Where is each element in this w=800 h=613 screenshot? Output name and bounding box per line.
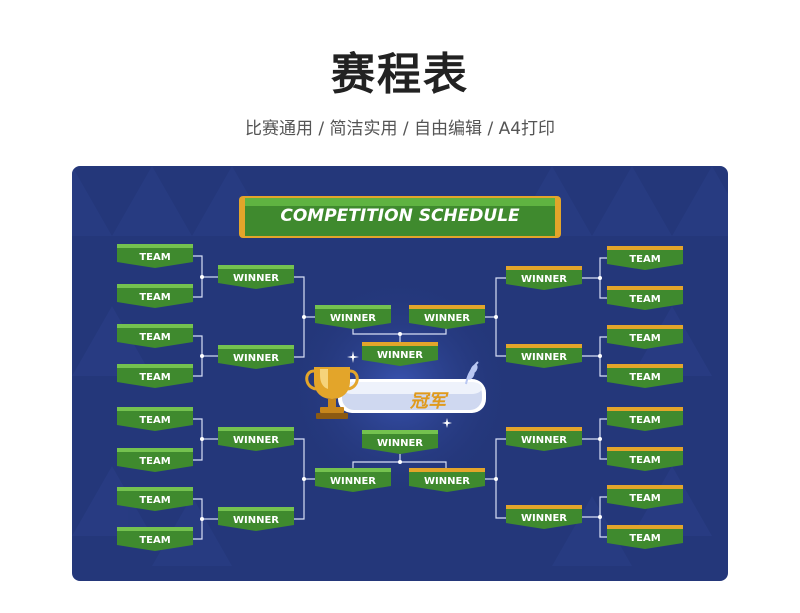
winner-label: WINNER <box>232 273 280 284</box>
team-label: TEAM <box>629 415 661 426</box>
sparkle-icon <box>442 418 452 428</box>
winner-label: WINNER <box>520 513 568 524</box>
semifinal-slot[interactable]: WINNER <box>315 305 391 329</box>
team-label: TEAM <box>139 415 171 426</box>
winner-slot[interactable]: WINNER <box>218 507 294 531</box>
team-slot[interactable]: TEAM <box>607 325 683 349</box>
team-label: TEAM <box>139 332 171 343</box>
team-slot[interactable]: TEAM <box>607 447 683 471</box>
team-slot[interactable]: TEAM <box>117 407 193 431</box>
winner-slot[interactable]: WINNER <box>218 345 294 369</box>
team-slot[interactable]: TEAM <box>607 364 683 388</box>
team-label: TEAM <box>629 493 661 504</box>
winner-label: WINNER <box>423 476 471 487</box>
team-label: TEAM <box>629 455 661 466</box>
team-label: TEAM <box>629 294 661 305</box>
banner-title: COMPETITION SCHEDULE <box>280 206 520 226</box>
final-slot-bottom[interactable]: WINNER <box>362 430 438 454</box>
semifinal-slot[interactable]: WINNER <box>409 305 485 329</box>
team-slot[interactable]: TEAM <box>607 525 683 549</box>
winner-label: WINNER <box>232 435 280 446</box>
winner-slot[interactable]: WINNER <box>506 427 582 451</box>
team-slot[interactable]: TEAM <box>607 407 683 431</box>
page-subtitle: 比赛通用 / 简洁实用 / 自由编辑 / A4打印 <box>244 119 556 139</box>
team-label: TEAM <box>629 372 661 383</box>
team-label: TEAM <box>629 254 661 265</box>
team-slot[interactable]: TEAM <box>607 485 683 509</box>
champion-plate: 冠军 <box>298 371 488 419</box>
sparkle-icon <box>347 351 359 363</box>
team-label: TEAM <box>629 533 661 544</box>
winner-label: WINNER <box>329 313 377 324</box>
trophy-icon <box>305 367 359 419</box>
team-slot[interactable]: TEAM <box>607 246 683 270</box>
team-slot[interactable]: TEAM <box>117 364 193 388</box>
winner-label: WINNER <box>329 476 377 487</box>
team-label: TEAM <box>139 372 171 383</box>
team-slot[interactable]: TEAM <box>117 448 193 472</box>
team-slot[interactable]: TEAM <box>117 487 193 511</box>
semifinal-slot[interactable]: WINNER <box>409 468 485 492</box>
semifinal-slot[interactable]: WINNER <box>315 468 391 492</box>
competition-banner: COMPETITION SCHEDULE <box>239 194 561 240</box>
winner-slot[interactable]: WINNER <box>218 265 294 289</box>
winner-label: WINNER <box>232 515 280 526</box>
winner-label: WINNER <box>520 274 568 285</box>
team-label: TEAM <box>139 456 171 467</box>
team-slot[interactable]: TEAM <box>117 324 193 348</box>
team-slot[interactable]: TEAM <box>117 244 193 268</box>
winner-label: WINNER <box>376 438 424 449</box>
winner-label: WINNER <box>423 313 471 324</box>
bracket-board: COMPETITION SCHEDULE TEAM TEAM TEAM TEAM… <box>72 166 728 581</box>
winner-label: WINNER <box>376 350 424 361</box>
team-slot[interactable]: TEAM <box>117 527 193 551</box>
team-label: TEAM <box>139 292 171 303</box>
laurel-icon <box>465 361 479 385</box>
page-title: 赛程表 <box>331 49 469 100</box>
team-label: TEAM <box>139 252 171 263</box>
team-label: TEAM <box>139 535 171 546</box>
team-slot[interactable]: TEAM <box>607 286 683 310</box>
winner-label: WINNER <box>232 353 280 364</box>
winner-label: WINNER <box>520 352 568 363</box>
winner-slot[interactable]: WINNER <box>506 344 582 368</box>
team-slot[interactable]: TEAM <box>117 284 193 308</box>
winner-label: WINNER <box>520 435 568 446</box>
winner-slot[interactable]: WINNER <box>506 505 582 529</box>
winner-slot[interactable]: WINNER <box>506 266 582 290</box>
bracket-lines <box>193 255 607 540</box>
champion-label: 冠军 <box>410 391 446 412</box>
final-slot-top[interactable]: WINNER <box>362 342 438 366</box>
team-label: TEAM <box>139 495 171 506</box>
winner-slot[interactable]: WINNER <box>218 427 294 451</box>
team-label: TEAM <box>629 333 661 344</box>
